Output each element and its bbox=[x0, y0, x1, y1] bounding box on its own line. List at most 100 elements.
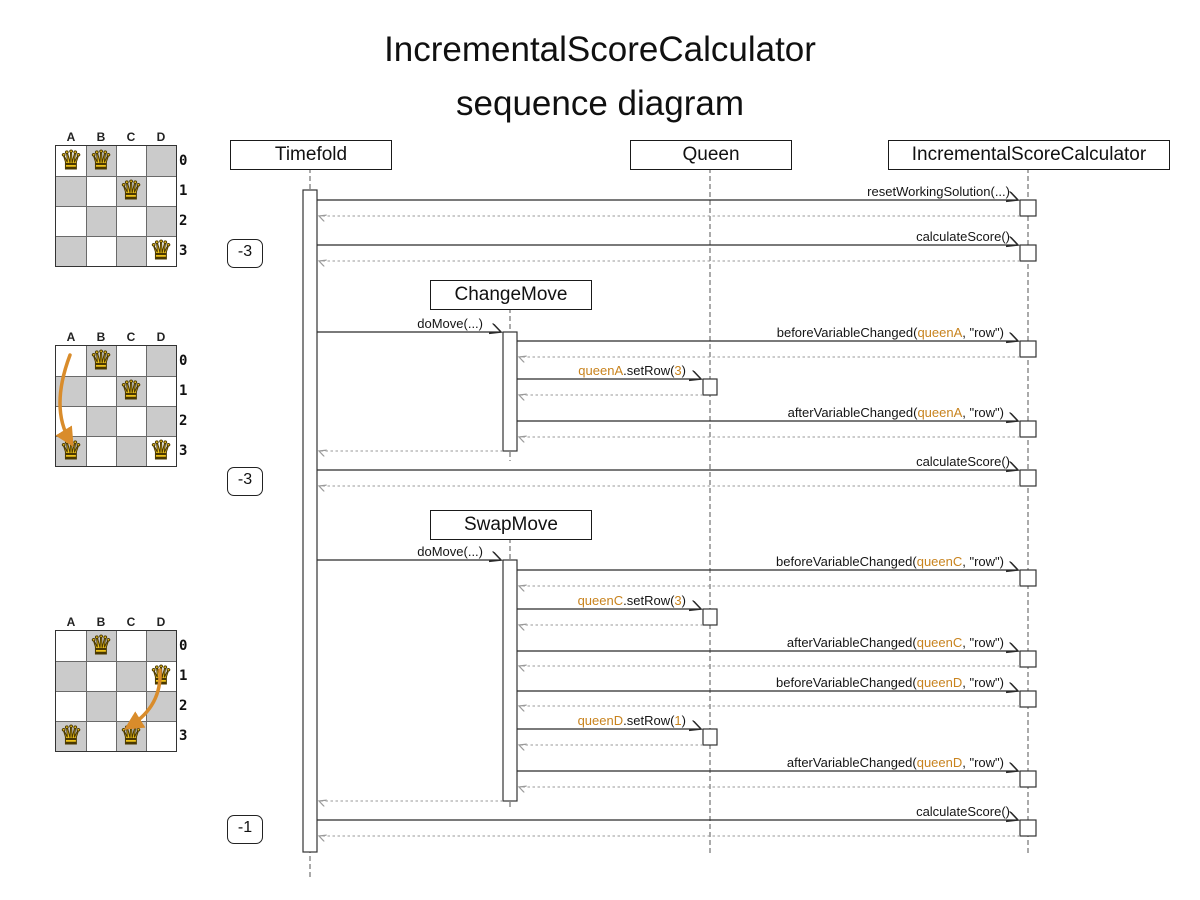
board-column-label: D bbox=[156, 330, 166, 344]
diagram-title-line-2: sequence diagram bbox=[456, 84, 744, 123]
board-row-label: 1 bbox=[179, 383, 188, 399]
message-label: queenD.setRow(1) bbox=[578, 713, 686, 728]
board-column-label: C bbox=[126, 330, 136, 344]
highlighted-token: queenA bbox=[917, 325, 963, 340]
board-cell bbox=[56, 146, 86, 176]
board-row-label: 1 bbox=[179, 668, 188, 684]
highlighted-token: queenA bbox=[917, 405, 963, 420]
board-column-label: A bbox=[66, 615, 76, 629]
label-text: resetWorkingSolution(...) bbox=[867, 184, 1010, 199]
board-cell bbox=[146, 176, 176, 206]
board-row-label: 3 bbox=[179, 243, 188, 259]
label-text: doMove(...) bbox=[417, 544, 483, 559]
board-gridline bbox=[146, 146, 147, 266]
label-text: , "row") bbox=[962, 405, 1004, 420]
highlighted-token: queenC bbox=[916, 635, 963, 650]
changemove-activation bbox=[502, 331, 518, 452]
message-label: queenA.setRow(3) bbox=[578, 363, 686, 378]
board-cell bbox=[116, 206, 146, 236]
label-text: beforeVariableChanged( bbox=[776, 675, 917, 690]
queen-icon: ♛ bbox=[149, 236, 173, 267]
highlighted-token: queenC bbox=[577, 593, 624, 608]
message-label: afterVariableChanged(queenA, "row") bbox=[788, 405, 1004, 420]
message-label: afterVariableChanged(queenD, "row") bbox=[787, 755, 1004, 770]
message-label: afterVariableChanged(queenC, "row") bbox=[787, 635, 1004, 650]
board-cell bbox=[86, 146, 116, 176]
label-text: .setRow( bbox=[623, 593, 675, 608]
board-cell bbox=[116, 376, 146, 406]
timefold-activation bbox=[302, 189, 318, 853]
swapmove-activation bbox=[502, 559, 518, 802]
message-label: calculateScore() bbox=[916, 804, 1010, 819]
board-row-label: 0 bbox=[179, 638, 188, 654]
score-calculator-activation bbox=[1019, 420, 1037, 438]
board-column-label: C bbox=[126, 615, 136, 629]
queen-icon: ♛ bbox=[59, 721, 83, 752]
board-cell bbox=[56, 721, 86, 751]
participant-timefold: Timefold bbox=[230, 140, 392, 170]
label-text: ) bbox=[681, 593, 686, 608]
board-row-label: 3 bbox=[179, 728, 188, 744]
message-label: beforeVariableChanged(queenC, "row") bbox=[776, 554, 1004, 569]
board-column-label: B bbox=[96, 330, 106, 344]
board-column-label: A bbox=[66, 330, 76, 344]
label-text: .setRow( bbox=[623, 363, 675, 378]
board-column-label: B bbox=[96, 130, 106, 144]
queen-icon: ♛ bbox=[149, 436, 173, 467]
board-row-label: 1 bbox=[179, 183, 188, 199]
label-text: , "row") bbox=[962, 755, 1004, 770]
board-gridline bbox=[56, 236, 176, 237]
queen-icon: ♛ bbox=[59, 146, 83, 177]
queen-activation bbox=[702, 728, 718, 746]
participant-queen: Queen bbox=[630, 140, 792, 170]
message-label: calculateScore() bbox=[916, 229, 1010, 244]
board-cell bbox=[56, 376, 86, 406]
label-text: calculateScore() bbox=[916, 804, 1010, 819]
board-column-label: D bbox=[156, 615, 166, 629]
score-badge: -3 bbox=[227, 239, 263, 268]
highlighted-token: 3 bbox=[674, 593, 682, 608]
board-gridline bbox=[56, 691, 176, 692]
highlighted-token: 3 bbox=[674, 363, 682, 378]
participant-changemove: ChangeMove bbox=[430, 280, 592, 310]
label-text: afterVariableChanged( bbox=[786, 635, 917, 650]
board-cell bbox=[86, 631, 116, 661]
board-cell bbox=[146, 376, 176, 406]
board-cell bbox=[116, 436, 146, 466]
board-column-label: A bbox=[66, 130, 76, 144]
board-gridline bbox=[146, 631, 147, 751]
label-text: afterVariableChanged( bbox=[787, 405, 918, 420]
participant-incremental-score-calculator: IncrementalScoreCalculator bbox=[888, 140, 1170, 170]
board-row-label: 2 bbox=[179, 413, 188, 429]
board-cell bbox=[56, 661, 86, 691]
label-text: beforeVariableChanged( bbox=[776, 554, 917, 569]
board-cell bbox=[56, 691, 86, 721]
board-cell bbox=[86, 236, 116, 266]
board-gridline bbox=[146, 346, 147, 466]
label-text: calculateScore() bbox=[916, 454, 1010, 469]
highlighted-token: queenD bbox=[916, 755, 963, 770]
board-gridline bbox=[56, 436, 176, 437]
board-cell bbox=[146, 436, 176, 466]
board-cell bbox=[146, 691, 176, 721]
highlighted-token: queenD bbox=[577, 713, 624, 728]
board-cell bbox=[86, 206, 116, 236]
board-cell bbox=[116, 661, 146, 691]
board-cell bbox=[86, 406, 116, 436]
diagram-title-line-1: IncrementalScoreCalculator bbox=[384, 30, 816, 69]
label-text: doMove(...) bbox=[417, 316, 483, 331]
score-badge: -3 bbox=[227, 467, 263, 496]
label-text: , "row") bbox=[962, 325, 1004, 340]
score-calculator-activation bbox=[1019, 340, 1037, 358]
label-text: , "row") bbox=[962, 635, 1004, 650]
board-cell bbox=[116, 346, 146, 376]
label-text: beforeVariableChanged( bbox=[776, 325, 918, 340]
queen-icon: ♛ bbox=[119, 376, 143, 407]
board-cell bbox=[56, 236, 86, 266]
board-cell bbox=[116, 176, 146, 206]
board-cell bbox=[86, 176, 116, 206]
